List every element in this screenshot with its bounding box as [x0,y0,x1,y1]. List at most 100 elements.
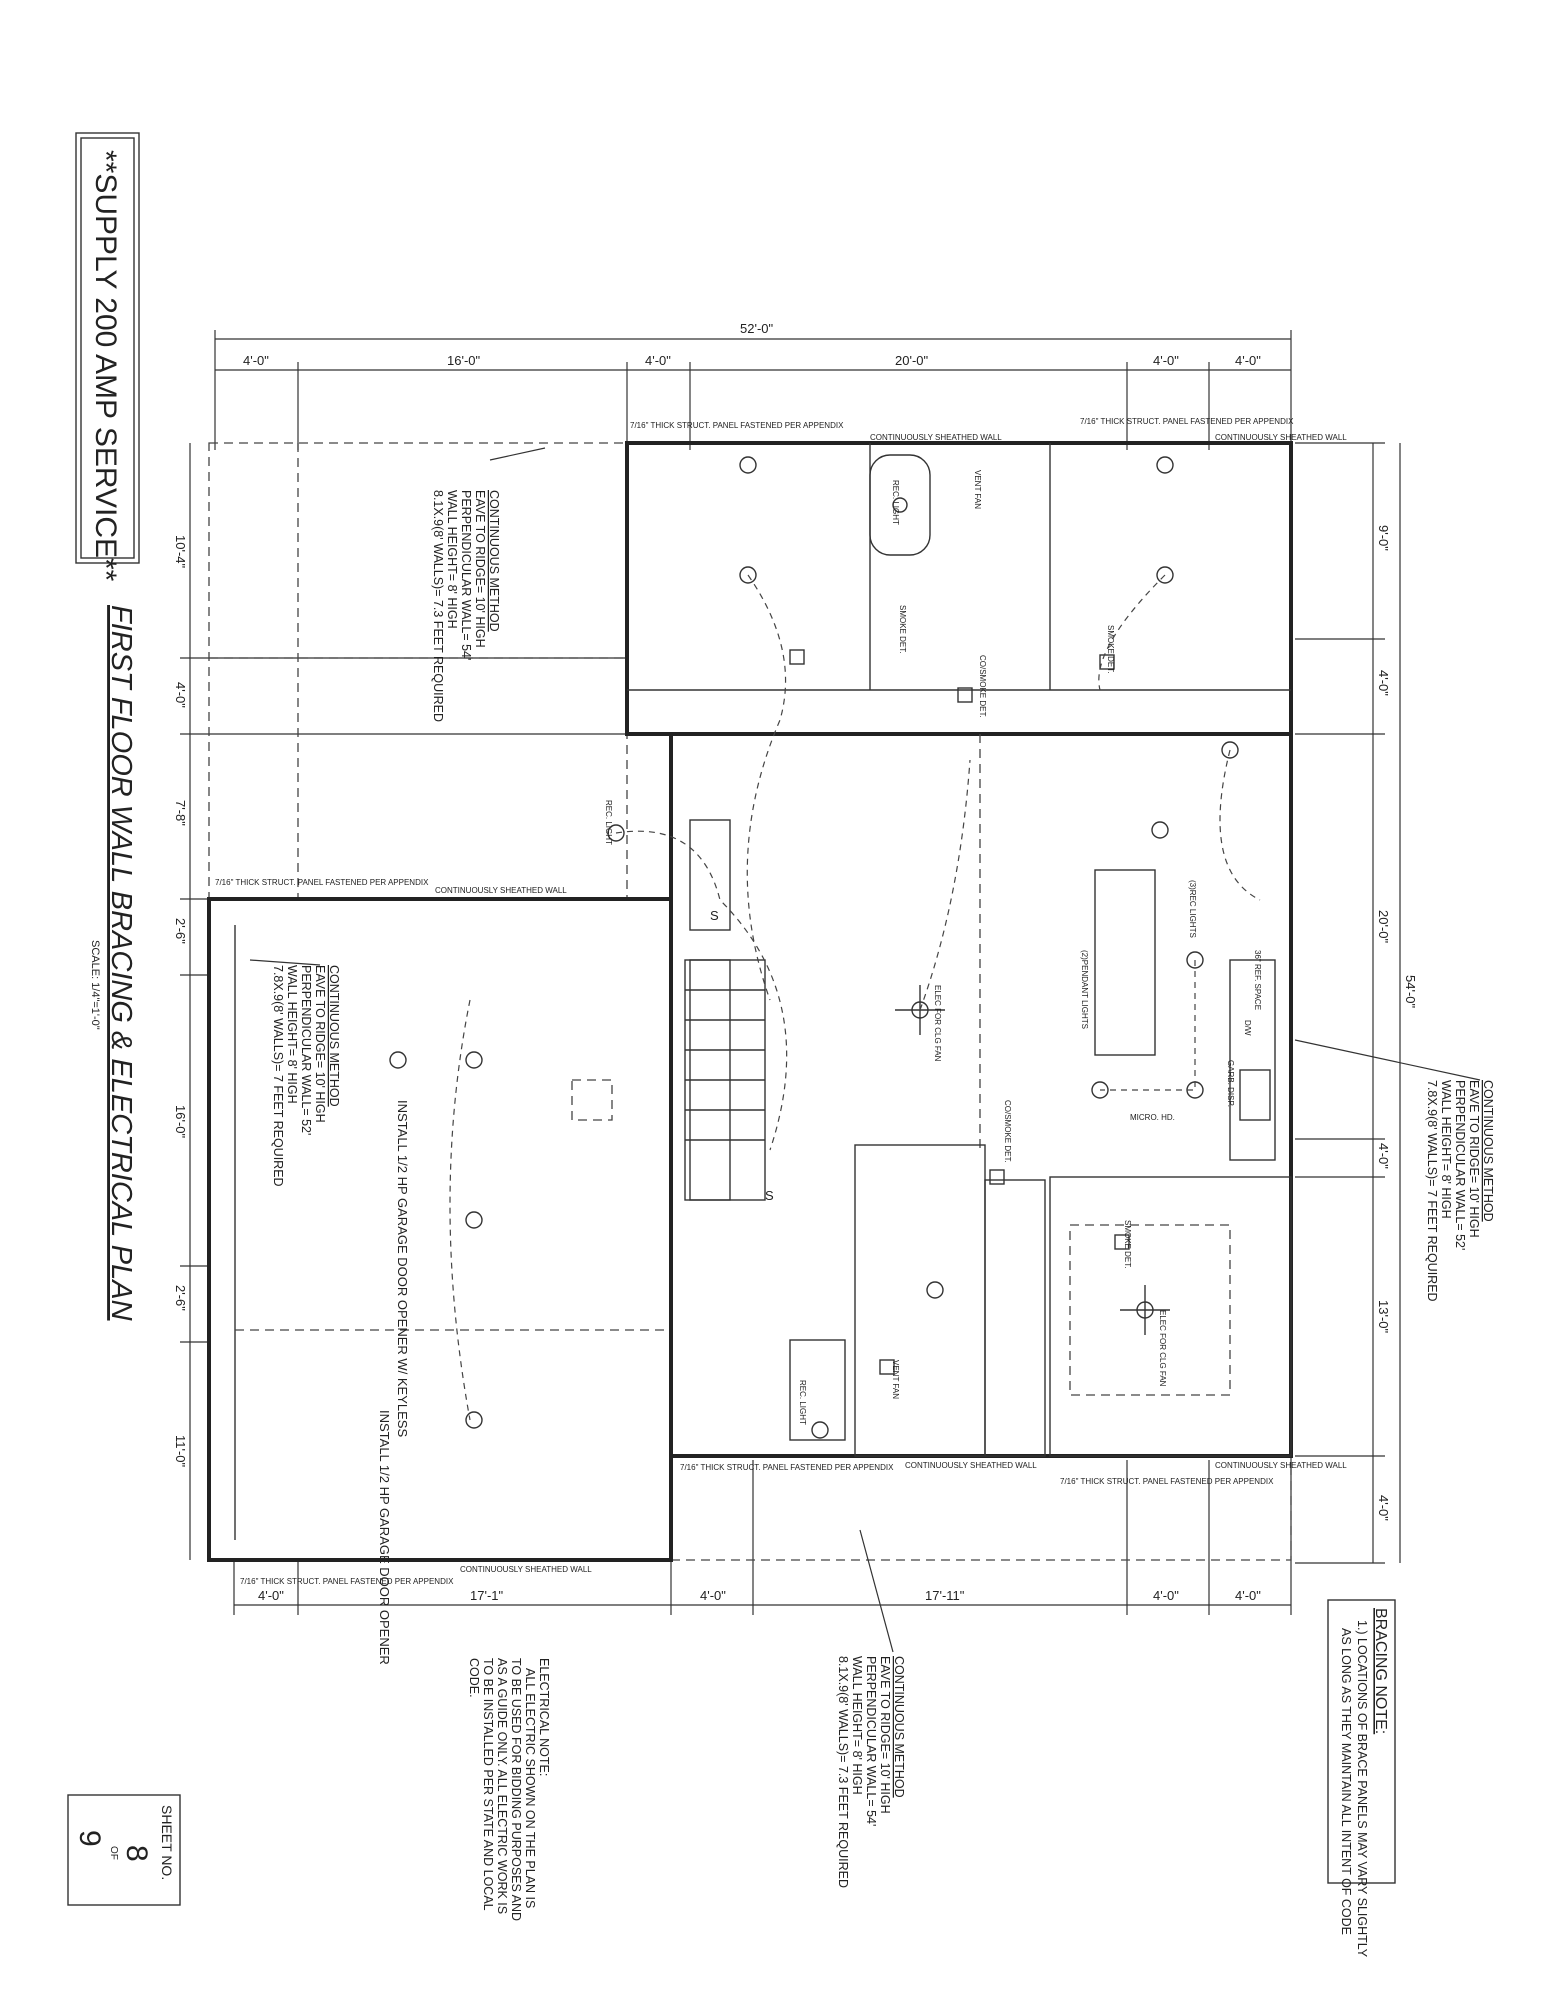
continuous-method-note: CONTINUOUS METHOD EAVE TO RIDGE= 10' HIG… [249,959,341,1187]
note-line: 7.8X.9(8' WALLS)= 7 FEET REQUIRED [271,965,285,1187]
label: REC. LIGHT [604,800,613,845]
sheet-number-block: SHEET NO. 8 OF 9 [67,1794,181,1906]
vent-fan-icon [879,1359,895,1375]
label: REC. LIGHT [798,1380,807,1425]
dim-label: 17'-11" [925,1588,965,1603]
label: VENT FAN [891,1360,900,1399]
kitchen-counter [1229,959,1276,1161]
note-line: EAVE TO RIDGE= 10' HIGH [878,1656,892,1814]
sheathed-wall-label: CONTINUOUSLY SHEATHED WALL [460,1565,592,1574]
struct-panel-label: 7/16" THICK STRUCT. PANEL FASTENED PER A… [1060,1477,1274,1486]
note-line: PERPENDICULAR WALL= 54' [864,1656,878,1826]
smoke-detector-icon [789,649,805,665]
note-line: EAVE TO RIDGE= 10' HIGH [473,490,487,648]
dim-label: 16'-0" [447,353,481,368]
dim-label: 9'-0" [1376,525,1391,551]
dim-label: 4'-0" [258,1588,284,1603]
note-line: PERPENDICULAR WALL= 52' [1453,1080,1467,1250]
note-title: CONTINUOUS METHOD [1481,1080,1495,1222]
note-line: WALL HEIGHT= 8' HIGH [850,1656,864,1795]
note-line: AS LONG AS THEY MAINTAIN ALL INTENT OF C… [1339,1628,1353,1935]
note-line: 8.1X.9(8' WALLS)= 7.3 FEET REQUIRED [836,1656,850,1888]
bathtub [869,454,931,556]
dim-overall-depth: 54'-0" [1403,975,1418,1009]
label: GARB. DISP. [1226,1060,1235,1107]
note-line: 7.8X.9(8' WALLS)= 7 FEET REQUIRED [1425,1080,1439,1302]
label: ELEC FOR CLG FAN [933,985,942,1062]
dim-label: 13'-0" [1376,1300,1391,1334]
dim-label: 4'-0" [243,353,269,368]
smoke-detector-icon [1114,1234,1130,1250]
label: CO/SMOKE DET. [978,655,987,718]
dim-label: 4'-0" [1376,1143,1391,1169]
sheathed-wall-label: CONTINUOUSLY SHEATHED WALL [1215,433,1347,442]
dim-label: 4'-0" [700,1588,726,1603]
note-line: TO BE USED FOR BIDDING PURPOSES AND [509,1658,523,1921]
note-title: CONTINUOUS METHOD [892,1656,906,1798]
switch-symbol: S [710,908,719,923]
label: (3)REC LIGHTS [1188,880,1197,938]
sheathed-wall-label: CONTINUOUSLY SHEATHED WALL [435,886,567,895]
shower [789,1339,846,1441]
smoke-detector-icon [1099,654,1115,670]
dim-label: 20'-0" [895,353,929,368]
dim-label: 4'-0" [1235,1588,1261,1603]
garage-opener-label: INSTALL 1/2 HP GARAGE DOOR OPENER W/ KEY… [395,1100,410,1437]
kitchen-island [1094,869,1156,1056]
ceiling-fan-zone [1069,1224,1231,1396]
electrical-note-title: ELECTRICAL NOTE: [537,1658,551,1776]
dim-label: 17'-1" [470,1588,504,1603]
dim-label: 11'-0" [173,1435,188,1468]
sheathed-wall-label: CONTINUOUSLY SHEATHED WALL [1215,1461,1347,1470]
service-note: **SUPPLY 200 AMP SERVICE** [75,132,140,582]
note-line: ALL ELECTRIC SHOWN ON THE PLAN IS [523,1668,537,1908]
label: SMOKE DET. [1106,625,1115,673]
dim-label: 2'-6" [173,918,188,944]
dim-label: 4'-0" [645,353,671,368]
note-line: WALL HEIGHT= 8' HIGH [285,965,299,1104]
note-title: CONTINUOUS METHOD [327,965,341,1107]
dim-label: 10'-4" [173,535,188,569]
struct-panel-label: 7/16" THICK STRUCT. PANEL FASTENED PER A… [680,1463,894,1472]
label: 36" REF. SPACE [1253,950,1262,1010]
note-line: EAVE TO RIDGE= 10' HIGH [313,965,327,1123]
note-line: 1.) LOCATIONS OF BRACE PANELS MAY VARY S… [1355,1620,1369,1958]
bracing-note-title: BRACING NOTE: [1372,1608,1389,1734]
label: REC. LIGHT [891,480,900,525]
dim-label: 4'-0" [173,682,188,708]
label: SMOKE DET. [898,605,907,653]
left-dimensions: 10'-4" 4'-0" 7'-8" 2'-6" 16'-0" 2'-6" 11… [173,443,627,1560]
rec-light [607,824,625,842]
right-dimensions: 9'-0" 4'-0" 20'-0" 4'-0" 13'-0" 4'-0" 54… [1295,442,1418,1564]
continuous-method-note: CONTINUOUS METHOD EAVE TO RIDGE= 10' HIG… [431,447,546,722]
struct-panel-label: 7/16" THICK STRUCT. PANEL FASTENED PER A… [240,1577,454,1586]
electrical-fixtures [389,456,1261,1439]
label: CO/SMOKE DET. [1003,1100,1012,1163]
note-line: 8.1X.9(8' WALLS)= 7.3 FEET REQUIRED [431,490,445,722]
note-line: EAVE TO RIDGE= 10' HIGH [1467,1080,1481,1238]
note-line: AS A GUIDE ONLY. ALL ELECTRIC WORK IS [495,1658,509,1914]
dim-label: 4'-0" [1235,353,1261,368]
dim-label: 2'-6" [173,1285,188,1311]
co-smoke-detector-icon [989,1169,1005,1185]
note-title: CONTINUOUS METHOD [487,490,501,632]
label: MICRO. HD. [1130,1113,1175,1122]
top-dimensions: 52'-0" 4'-0" 16'-0" 4'-0" 20'-0" 4'-0" 4… [214,321,1292,450]
label: ELEC FOR CLG FAN [1158,1310,1167,1387]
dim-overall-width: 52'-0" [740,321,774,336]
dim-label: 7'-8" [173,800,188,826]
dim-label: 16'-0" [173,1105,188,1139]
scale-label: SCALE: 1/4"=1'-0" [89,940,101,1030]
sheathed-wall-label: CONTINUOUSLY SHEATHED WALL [870,433,1002,442]
page-title: FIRST FLOOR WALL BRACING & ELECTRICAL PL… [105,605,137,1321]
continuous-method-note: CONTINUOUS METHOD EAVE TO RIDGE= 10' HIG… [1294,1039,1495,1302]
label: D/W [1243,1020,1252,1036]
service-note-text: **SUPPLY 200 AMP SERVICE** [89,150,122,582]
ceiling-fan-icon [1120,1285,1170,1335]
dim-label: 4'-0" [1376,670,1391,696]
sheet-of: OF [108,1846,119,1860]
dim-label: 4'-0" [1153,353,1179,368]
note-line: PERPENDICULAR WALL= 52' [299,965,313,1135]
